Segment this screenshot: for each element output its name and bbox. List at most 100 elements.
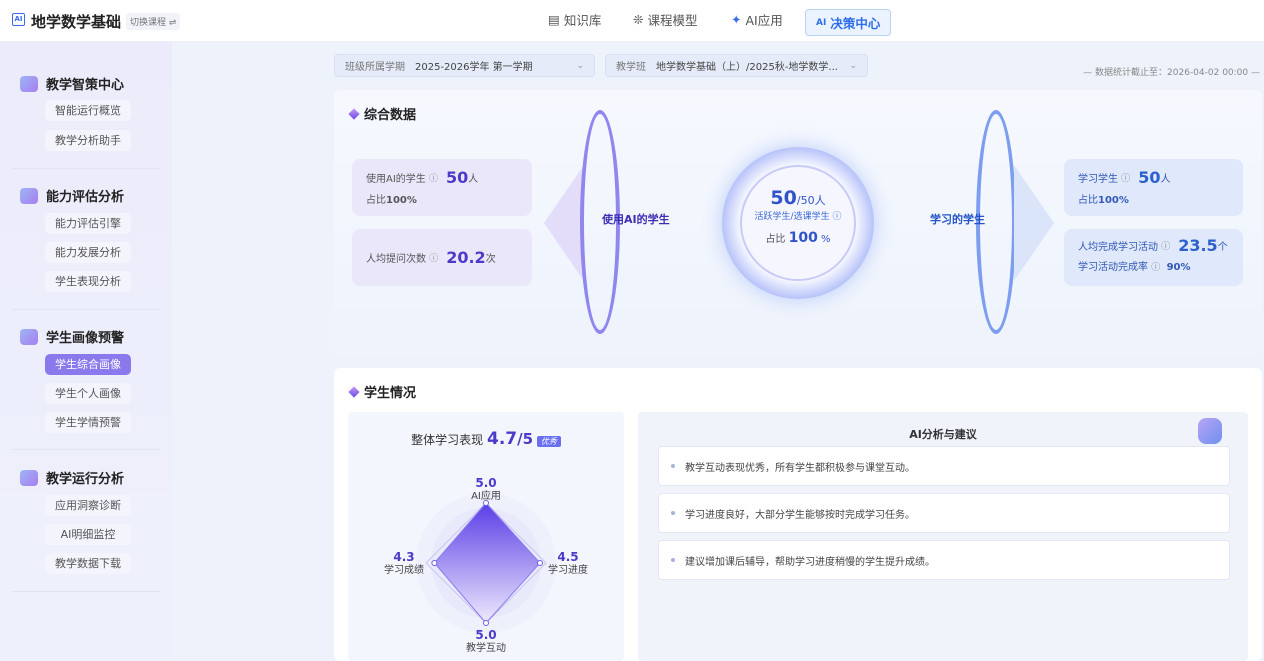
stat-unit: 人 — [468, 174, 479, 185]
radar-value-label: 4.5 — [557, 550, 578, 564]
nav-ai-apps[interactable]: ✦AI应用 — [731, 10, 783, 29]
radar-axis-label: 学习成绩 — [384, 563, 424, 576]
rate-value: 90% — [1166, 262, 1191, 273]
snowflake-icon: ❊ — [633, 12, 644, 27]
suggestion-text: 学习进度良好，大部分学生能够按时完成学习任务。 — [685, 509, 915, 521]
help-icon[interactable]: ⓘ — [428, 174, 438, 184]
ratio-value: 100% — [1098, 195, 1129, 206]
radar-axis-label: 学习进度 — [548, 563, 588, 576]
left-ring — [580, 110, 620, 334]
sidebar: 教学智策中心 智能运行概览 教学分析助手 能力评估分析 能力评估引擎 能力发展分… — [0, 42, 172, 661]
ai-analysis-title: AI分析与建议 — [909, 428, 977, 441]
class-select[interactable]: 教学班地学数学基础（上）/2025秋-地学数学... ⌄ — [605, 54, 868, 77]
stat-value: 20.2 — [446, 248, 486, 267]
magic-wand-icon — [20, 187, 38, 204]
nav-label: 决策中心 — [830, 16, 881, 31]
overview-title: 综合数据 — [348, 104, 417, 123]
right-arrow-shape — [1014, 165, 1054, 281]
ai-icon: AI — [816, 17, 827, 28]
gauge-label: 活跃学生/选课学生 — [754, 212, 830, 222]
bullet-icon — [671, 464, 675, 468]
sidebar-item-active[interactable]: 学生综合画像 — [45, 354, 131, 375]
class-label: 教学班 — [616, 62, 646, 73]
chevron-down-icon: ⌄ — [576, 60, 584, 71]
help-icon[interactable]: ⓘ — [1161, 242, 1171, 252]
stat-value: 50 — [446, 168, 469, 187]
gauge-ratio-unit: % — [821, 234, 831, 245]
stat-label: 人均提问次数 — [366, 254, 426, 265]
class-value: 地学数学基础（上）/2025秋-地学数学... — [656, 62, 838, 73]
sidebar-item[interactable]: 能力评估引擎 — [45, 213, 131, 234]
ratio-label: 占比 — [366, 195, 386, 206]
divider — [12, 309, 160, 310]
sidebar-item[interactable]: AI明细监控 — [45, 524, 131, 545]
radar-value-label: 5.0 — [475, 476, 496, 490]
help-icon[interactable]: ⓘ — [1121, 174, 1131, 184]
gauge-value: 50 — [770, 187, 797, 209]
radar-point — [537, 560, 543, 566]
rate-label: 学习活动完成率 — [1078, 262, 1148, 273]
term-label: 班级所属学期 — [345, 62, 405, 73]
left-flow-label: 使用AI的学生 — [602, 213, 670, 226]
cube-icon — [20, 75, 38, 92]
overall-value: 4.7 — [486, 429, 518, 449]
sidebar-item[interactable]: 智能运行概览 — [45, 100, 131, 121]
nav-label: AI应用 — [745, 13, 783, 28]
radar-value-label: 4.3 — [393, 550, 414, 564]
sidebar-item[interactable]: 学生表现分析 — [45, 271, 131, 292]
term-select[interactable]: 班级所属学期 2025-2026学年 第一学期 ⌄ — [334, 54, 595, 77]
chevron-down-icon: ⌄ — [849, 60, 857, 71]
help-icon[interactable]: ⓘ — [832, 212, 842, 222]
radar-point — [483, 500, 489, 506]
switch-course-button[interactable]: 切换课程 ⇌ — [126, 13, 181, 30]
help-icon[interactable]: ⓘ — [1151, 263, 1161, 273]
gauge-ratio-label: 占比 — [765, 234, 786, 245]
nav-knowledge[interactable]: ▤知识库 — [548, 10, 601, 29]
book-icon: ▤ — [548, 12, 560, 27]
sidebar-item[interactable]: 教学分析助手 — [45, 130, 131, 151]
gauge-ratio: 100 — [788, 230, 818, 246]
sidebar-group: 能力评估分析 — [20, 186, 124, 205]
group-title: 教学运行分析 — [46, 472, 125, 487]
suggestion-text: 建议增加课后辅导，帮助学习进度稍慢的学生提升成绩。 — [685, 556, 935, 568]
help-icon[interactable]: ⓘ — [429, 254, 439, 264]
sidebar-item[interactable]: 应用洞察诊断 — [45, 495, 131, 516]
diamond-icon — [348, 385, 360, 398]
sidebar-item[interactable]: 学生学情预警 — [45, 412, 131, 433]
sidebar-item[interactable]: 能力发展分析 — [45, 242, 131, 263]
radar-point — [483, 620, 489, 626]
title-text: 学生情况 — [364, 386, 417, 401]
sparkle-icon: ✦ — [731, 12, 742, 27]
title-text: 综合数据 — [364, 108, 417, 123]
stat-value: 23.5 — [1178, 236, 1218, 255]
gauge-inner: 50/50人 活跃学生/选课学生 ⓘ 占比 100 % — [740, 165, 856, 281]
sidebar-group: 教学运行分析 — [20, 468, 124, 487]
divider — [12, 168, 160, 169]
term-value: 2025-2026学年 第一学期 — [415, 62, 533, 73]
overall-label: 整体学习表现 — [411, 433, 484, 447]
stat-label: 人均完成学习活动 — [1078, 242, 1158, 253]
sidebar-group: 学生画像预警 — [20, 327, 124, 346]
students-title: 学生情况 — [348, 382, 417, 401]
radar-axis-label: 教学互动 — [466, 641, 506, 654]
sidebar-item[interactable]: 教学数据下载 — [45, 553, 131, 574]
radar-point — [431, 560, 438, 566]
ratio-value: 100% — [386, 195, 417, 206]
sidebar-item[interactable]: 学生个人画像 — [45, 383, 131, 404]
nav-course-model[interactable]: ❊课程模型 — [633, 10, 698, 29]
radar-value-label: 5.0 — [475, 628, 496, 642]
data-cutoff-stamp: — 数据统计截止至：2026-04-02 00:00 — — [1083, 68, 1260, 78]
stat-unit: 次 — [485, 254, 496, 265]
group-title: 学生画像预警 — [46, 331, 125, 346]
ratio-label: 占比 — [1078, 195, 1098, 206]
suggestion-item: 学习进度良好，大部分学生能够按时完成学习任务。 — [658, 493, 1230, 533]
diamond-icon — [348, 107, 360, 120]
